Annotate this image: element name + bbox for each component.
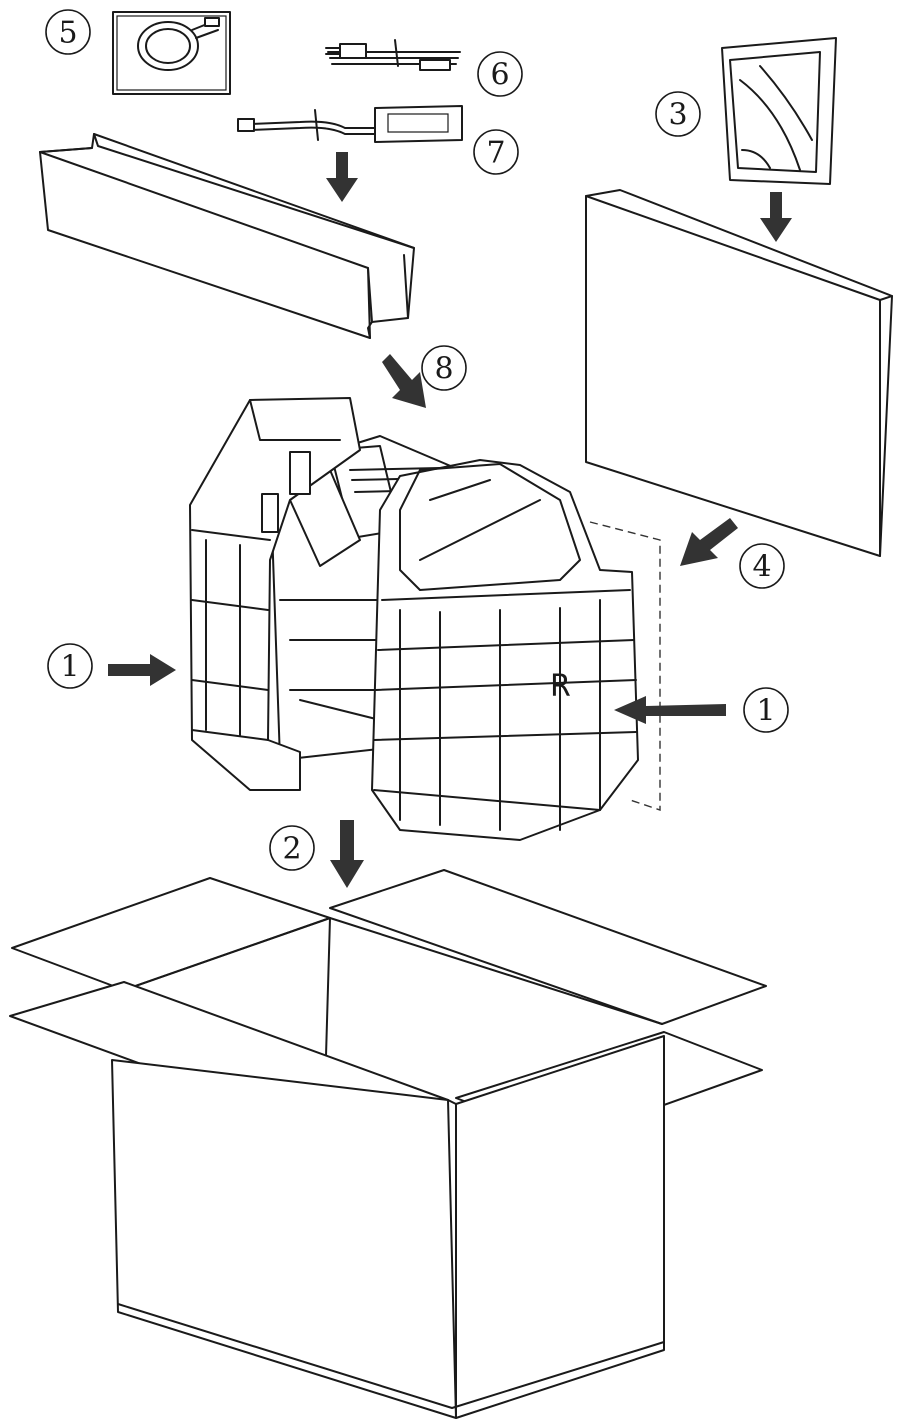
callout-1-left: 1: [47, 643, 93, 689]
callout-7: 7: [473, 129, 519, 175]
svg-text:6: 6: [490, 58, 509, 93]
callout-4: 4: [739, 543, 785, 589]
power-cord: [325, 39, 461, 71]
cardboard-tray: [39, 133, 415, 339]
svg-text:4: 4: [752, 550, 771, 585]
svg-text:5: 5: [58, 16, 77, 51]
svg-text:8: 8: [434, 352, 453, 387]
callout-8: 8: [421, 345, 467, 391]
printer-with-cushions: R: [189, 397, 661, 841]
svg-text:1: 1: [756, 694, 775, 729]
ac-adapter: [237, 105, 463, 143]
arrow-down-7: [326, 152, 358, 202]
arrow-down-2: [330, 820, 364, 888]
shipping-box: [9, 869, 767, 1419]
callout-5: 5: [45, 9, 91, 55]
usb-cable-package: [112, 11, 231, 95]
document-pack: [721, 37, 837, 185]
svg-text:1: 1: [60, 650, 79, 685]
svg-text:2: 2: [282, 832, 301, 867]
arrow-diag-4: [680, 518, 738, 566]
arrow-diag-8: [382, 354, 426, 408]
svg-text:3: 3: [668, 98, 687, 133]
cardboard-sheet: [585, 189, 893, 557]
arrow-left-1: [614, 696, 726, 724]
arrow-down-3: [760, 192, 792, 242]
callout-1-right: 1: [743, 687, 789, 733]
cushion-mark-r: R: [550, 669, 571, 704]
callout-3: 3: [655, 91, 701, 137]
svg-text:7: 7: [486, 136, 505, 171]
arrow-right-1: [108, 654, 176, 686]
callout-6: 6: [477, 51, 523, 97]
arrows: [108, 152, 792, 888]
callout-2: 2: [269, 825, 315, 871]
